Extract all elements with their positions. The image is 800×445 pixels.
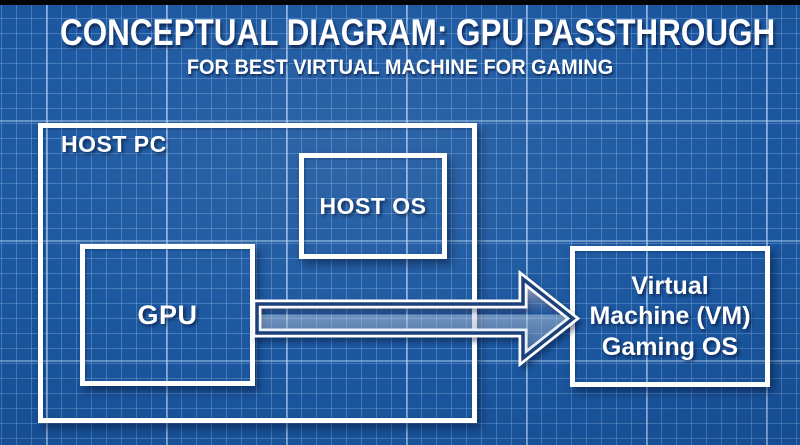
vm-label-line-2: Machine (VM) — [589, 302, 751, 331]
gpu-box: GPU — [80, 244, 255, 386]
diagram-header: CONCEPTUAL DIAGRAM: GPU PASSTHROUGH FOR … — [0, 12, 800, 80]
diagram-title: CONCEPTUAL DIAGRAM: GPU PASSTHROUGH — [60, 12, 776, 53]
host-os-label: HOST OS — [319, 192, 427, 219]
vm-box: Virtual Machine (VM) Gaming OS — [570, 246, 770, 387]
vm-label-line-1: Virtual — [631, 271, 709, 300]
vm-label: Virtual Machine (VM) Gaming OS — [589, 271, 750, 363]
vm-label-line-3: Gaming OS — [601, 332, 739, 361]
host-pc-label: HOST PC — [61, 131, 167, 157]
gpu-label: GPU — [137, 299, 198, 330]
host-os-box: HOST OS — [299, 153, 447, 259]
letterbox-bar — [0, 0, 800, 5]
diagram-subtitle: FOR BEST VIRTUAL MACHINE FOR GAMING — [186, 56, 614, 79]
